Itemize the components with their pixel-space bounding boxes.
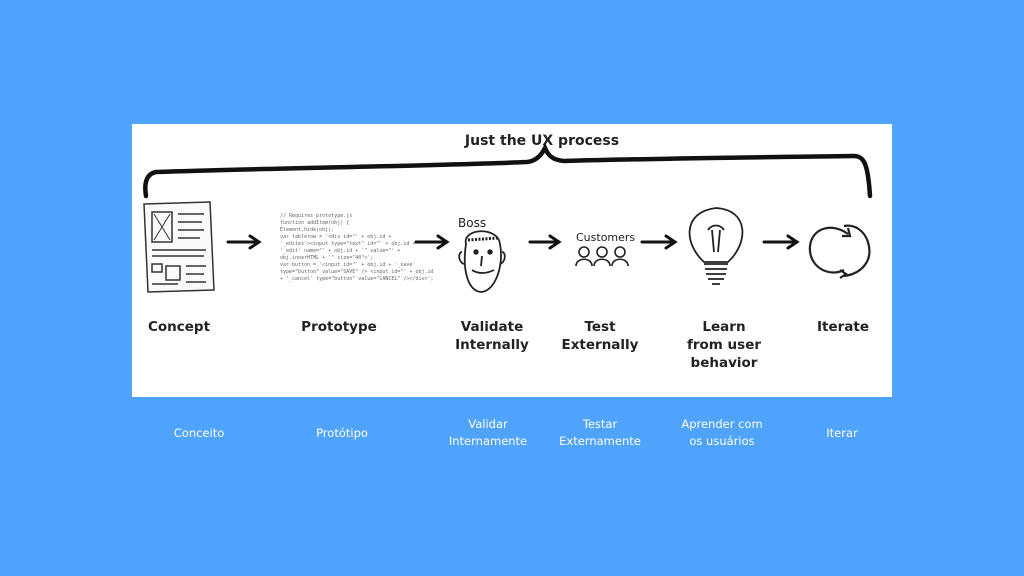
document-icon: [143, 201, 215, 293]
code-line: Element.hide(obj);: [280, 227, 334, 233]
code-snippet: // Requires prototype.js function addIte…: [280, 213, 434, 282]
caption-line: Aprender com: [681, 417, 763, 431]
arrow-right-icon: [226, 234, 262, 250]
code-line: obj.innerHTML + '" size="40">';: [280, 255, 373, 261]
customers-icon: [575, 246, 629, 267]
stage-label-test: Test: [584, 319, 616, 335]
diagram-canvas: Just the UX process // Requires prototyp…: [143, 133, 873, 371]
flow-arrows: [226, 234, 800, 250]
stage-label-test-line2: Externally: [562, 337, 639, 353]
lightbulb-icon: [688, 207, 744, 285]
caption-line: Internamente: [448, 434, 528, 448]
caption-line: Testar: [582, 417, 618, 431]
caption-testar: Testar Externamente: [559, 416, 641, 450]
arrow-right-icon: [414, 234, 450, 250]
bracket: [143, 142, 873, 199]
arrow-right-icon: [762, 234, 800, 250]
stage-label-concept: Concept: [148, 319, 211, 335]
arrow-right-icon: [640, 234, 678, 250]
code-line: '_edit' name="' + obj.id + '" value="' +: [280, 248, 400, 254]
arrow-right-icon: [528, 234, 562, 250]
customers-label: Customers: [576, 231, 635, 244]
boss-face-icon: [458, 230, 506, 293]
code-line: var button = '<input id="' + obj.id + '_…: [280, 262, 415, 268]
stage-label-learn-line3: behavior: [691, 355, 758, 371]
stage-label-prototype: Prototype: [301, 319, 377, 335]
caption-line: Conceito: [173, 426, 225, 440]
iterate-cycle-icon: [808, 224, 871, 279]
code-line: // Requires prototype.js: [280, 213, 352, 219]
caption-line: Iterar: [826, 426, 858, 440]
stage-label-validate: Validate: [461, 319, 523, 335]
code-line: function addItem(obj) {: [280, 220, 349, 226]
caption-line: Protótipo: [316, 426, 368, 440]
code-line: var tablerow = '<div id="' + obj.id +: [280, 234, 391, 240]
caption-line: Externamente: [559, 434, 641, 448]
diagram-title: Just the UX process: [464, 133, 619, 149]
caption-prototipo: Protótipo: [316, 425, 368, 442]
caption-aprender: Aprender com os usuários: [681, 416, 762, 450]
code-line: '_edites'><input type="text" id="' + obj…: [280, 241, 415, 247]
caption-conceito: Conceito: [174, 425, 225, 442]
stage-label-iterate: Iterate: [817, 319, 869, 335]
boss-label: Boss: [458, 216, 486, 230]
stage-label-learn: Learn: [702, 319, 745, 335]
caption-line: Validar: [468, 417, 508, 431]
caption-validar: Validar Internamente: [449, 416, 527, 450]
ux-process-diagram: Just the UX process // Requires prototyp…: [132, 124, 892, 397]
stage-label-learn-line2: from user: [687, 337, 761, 353]
code-line: + '_cancel' type="button" value="CANCEL"…: [280, 276, 434, 282]
code-line: type="button" value="SAVE" /> <input id=…: [280, 269, 434, 275]
stage-label-validate-line2: Internally: [455, 337, 529, 353]
caption-line: os usuários: [689, 434, 755, 448]
caption-iterar: Iterar: [826, 425, 857, 442]
